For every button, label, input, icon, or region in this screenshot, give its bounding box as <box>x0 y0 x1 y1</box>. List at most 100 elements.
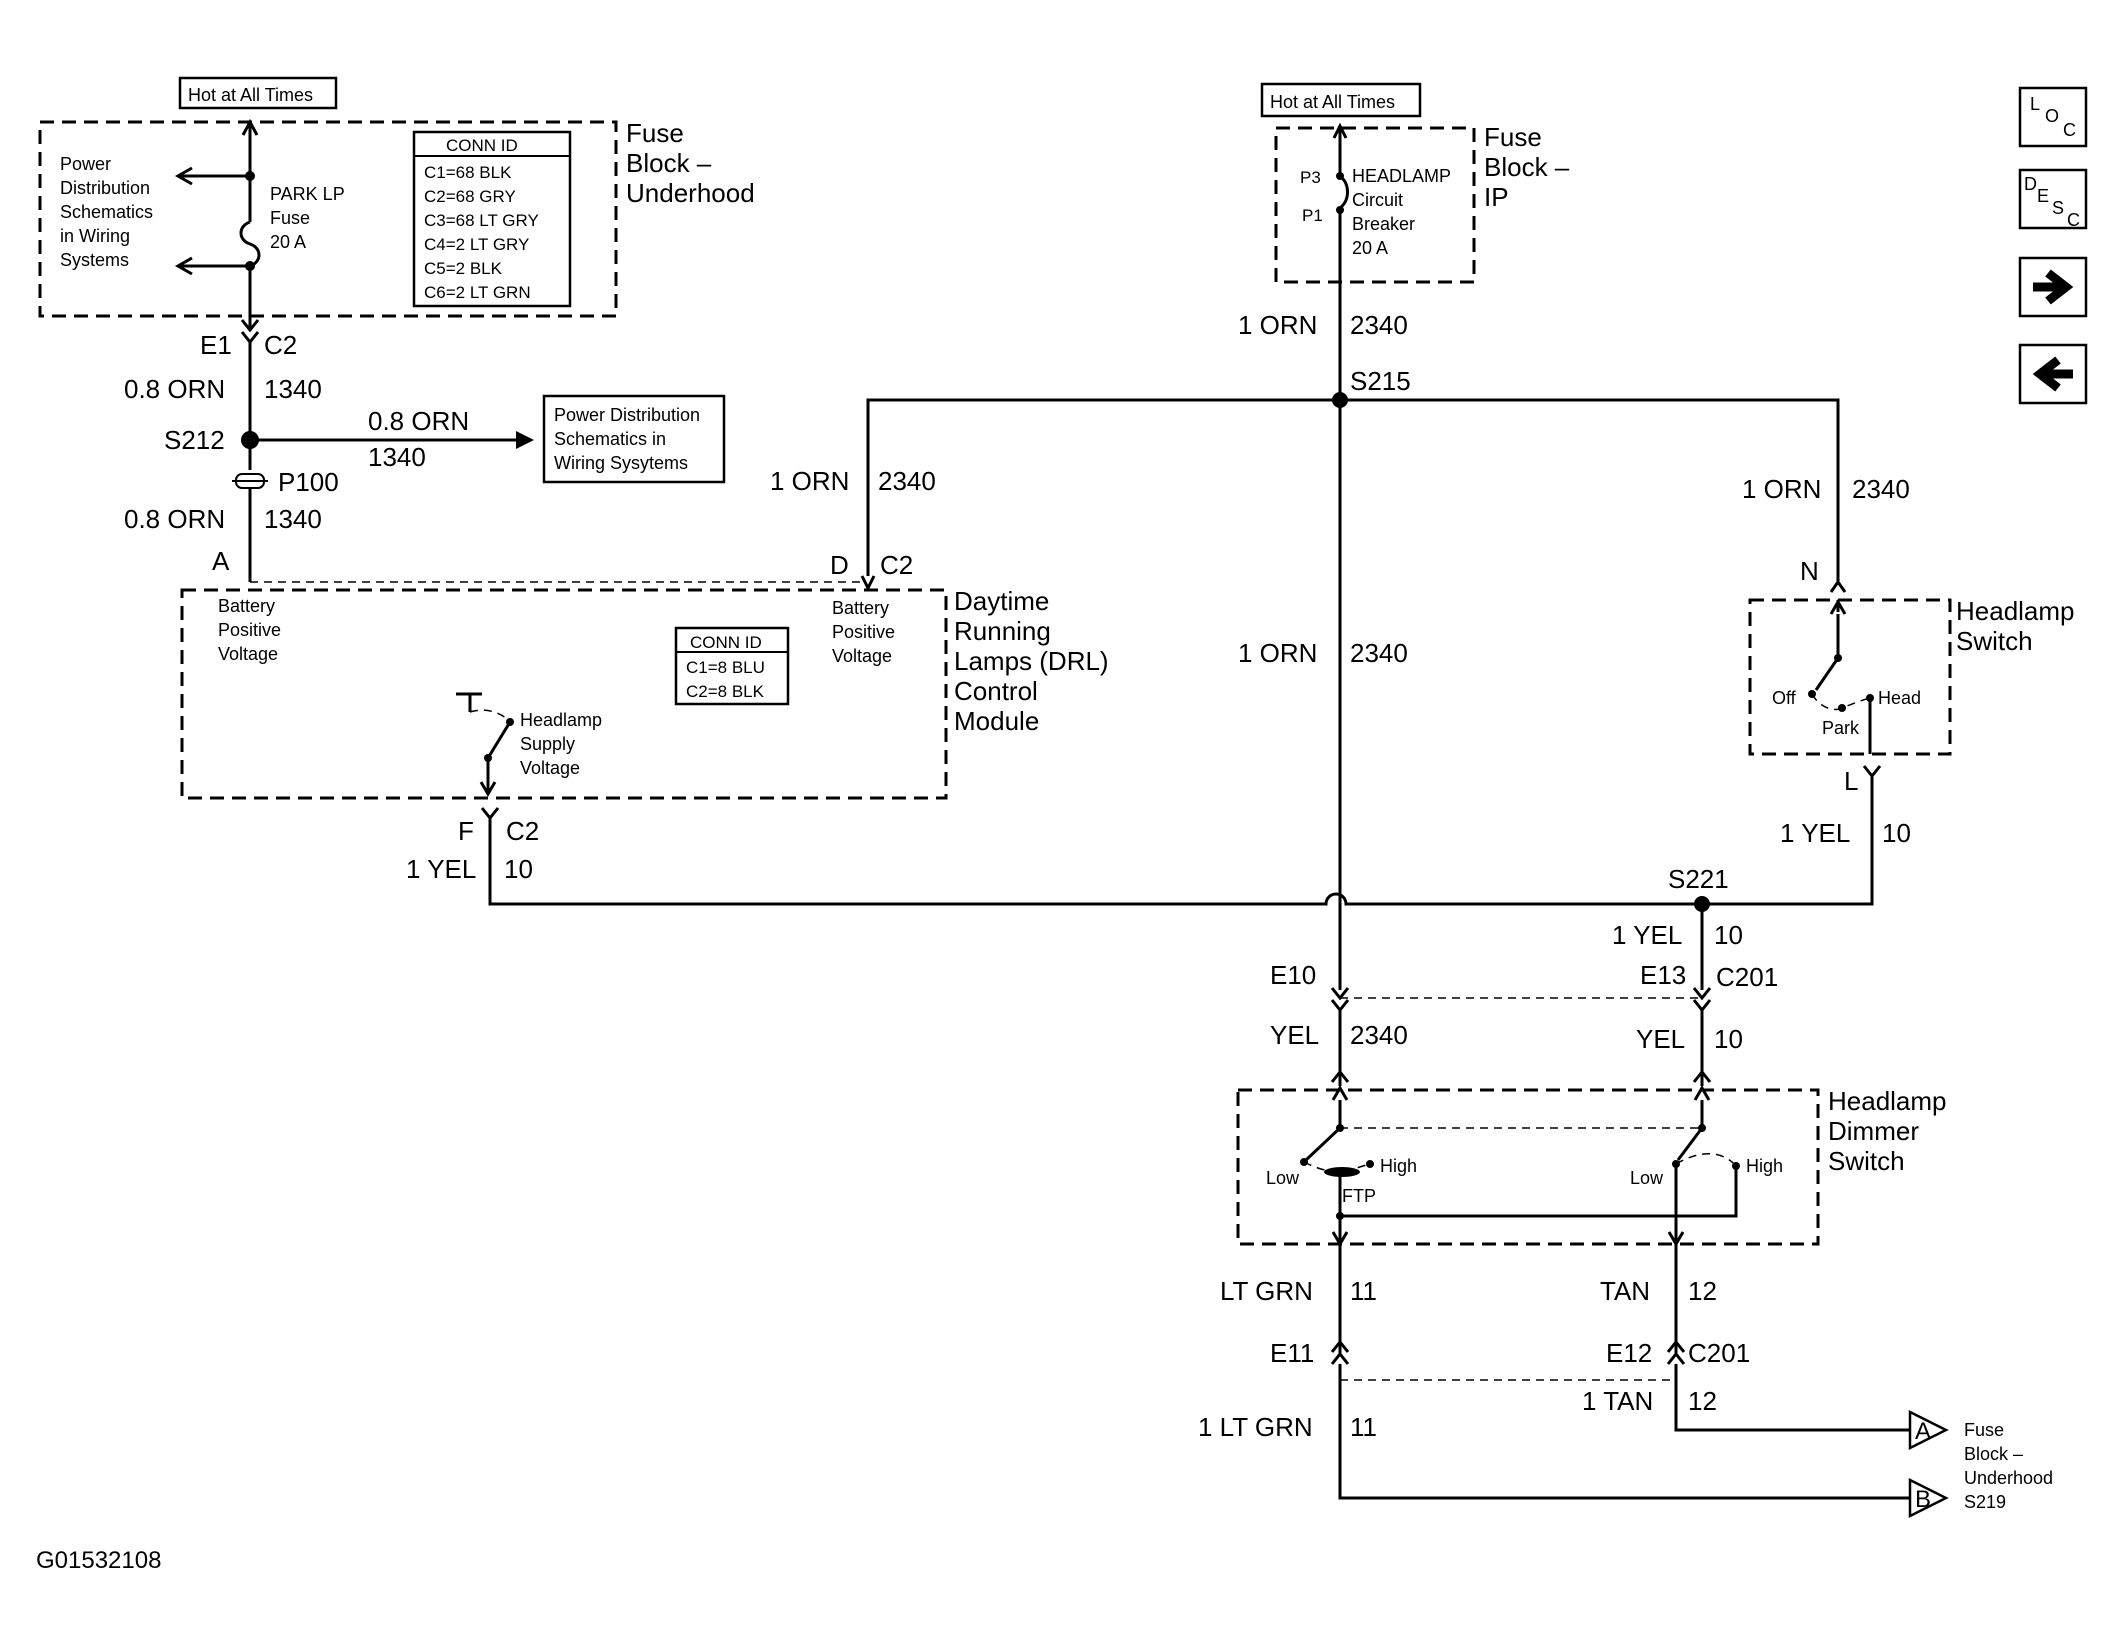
previous-page-button[interactable] <box>2018 343 2088 405</box>
svg-text:C2=8 BLK: C2=8 BLK <box>686 682 765 701</box>
description-button[interactable]: D E S C <box>2018 168 2088 230</box>
arrow-up-icon <box>1332 122 1348 139</box>
pin-p1: P1 <box>1302 206 1323 225</box>
svg-text:Fuse: Fuse <box>626 118 684 148</box>
svg-text:C1=8 BLU: C1=8 BLU <box>686 658 765 677</box>
wire-number-label: 10 <box>1714 1024 1743 1054</box>
svg-text:C3=68 LT GRY: C3=68 LT GRY <box>424 211 539 230</box>
dimmer-low-left: Low <box>1266 1168 1300 1188</box>
headlamp-dimmer-switch-title: Headlamp Dimmer Switch <box>1828 1086 1947 1176</box>
svg-text:20 A: 20 A <box>1352 238 1388 258</box>
svg-text:Schematics in: Schematics in <box>554 429 666 449</box>
p100-inline-connector <box>232 473 268 489</box>
svg-text:Systems: Systems <box>60 250 129 270</box>
wire-number-label: 1340 <box>264 504 322 534</box>
connector-c201-bottom: C201 <box>1688 1338 1750 1368</box>
headlamp-switch-outline <box>1748 598 1952 756</box>
svg-text:Headlamp: Headlamp <box>1956 596 2075 626</box>
wire-number-label: 2340 <box>1350 1020 1408 1050</box>
wire-number-label: 12 <box>1688 1276 1717 1306</box>
dimmer-switch-right-contacts <box>1672 1085 1740 1244</box>
wire-12-to-offpage-a <box>1674 1364 1910 1432</box>
headlamp-dimmer-switch-outline <box>1236 1088 1820 1246</box>
hot-at-all-times-label-left: Hot at All Times <box>178 76 338 110</box>
connector-c2-f: C2 <box>506 816 539 846</box>
svg-text:Dimmer: Dimmer <box>1828 1116 1919 1146</box>
connector-c2-d: C2 <box>880 550 913 580</box>
pin-e11: E11 <box>1270 1338 1314 1368</box>
arrow-right-icon <box>2033 269 2074 305</box>
battery-positive-voltage-right: Battery Positive Voltage <box>832 598 895 666</box>
svg-text:Power: Power <box>60 154 111 174</box>
headlamp-switch-contacts <box>1808 599 1874 754</box>
wire-number-label: 10 <box>504 854 533 884</box>
offpage-connector-b[interactable]: B <box>1908 1477 1949 1519</box>
svg-text:PARK LP: PARK LP <box>270 184 345 204</box>
wire-color-label: 0.8 ORN <box>124 374 225 404</box>
figure-id: G01532108 <box>36 1547 161 1574</box>
svg-text:Underhood: Underhood <box>626 178 755 208</box>
dimmer-high-left: High <box>1380 1156 1417 1176</box>
pin-e1: E1 <box>200 330 232 360</box>
connector-c2-top: C2 <box>264 330 297 360</box>
wire-10-yel <box>488 818 1700 906</box>
headlamp-switch-title: Headlamp Switch <box>1956 596 2075 656</box>
wire-number-label: 1340 <box>368 442 426 472</box>
svg-text:Block –: Block – <box>626 148 712 178</box>
wire-number-label: 1340 <box>264 374 322 404</box>
wire-color-label: TAN <box>1600 1276 1650 1306</box>
svg-text:A: A <box>1915 1418 1931 1445</box>
p100-label: P100 <box>278 467 339 497</box>
wire-number-label: 2340 <box>1350 310 1408 340</box>
svg-text:C1=68 BLK: C1=68 BLK <box>424 163 512 182</box>
hot-at-all-times-label-center: Hot at All Times <box>1260 82 1422 118</box>
svg-text:Wiring Sysytems: Wiring Sysytems <box>554 453 688 473</box>
svg-text:Positive: Positive <box>832 622 895 642</box>
svg-text:Voltage: Voltage <box>520 758 580 778</box>
pin-f: F <box>458 816 474 846</box>
arrow-right-icon <box>516 431 534 449</box>
svg-text:B: B <box>1915 1486 1931 1513</box>
wire-number-label: 2340 <box>878 466 936 496</box>
svg-text:Battery: Battery <box>832 598 889 618</box>
pin-p3: P3 <box>1300 168 1321 187</box>
wire-color-label: 1 YEL <box>1780 818 1850 848</box>
svg-text:20 A: 20 A <box>270 232 306 252</box>
branch-arrow-icon <box>174 256 250 276</box>
splice-s212-label: S212 <box>164 425 225 455</box>
svg-text:Control: Control <box>954 676 1038 706</box>
svg-text:E: E <box>2037 186 2049 206</box>
wire-number-label: 10 <box>1714 920 1743 950</box>
fuse-block-underhood-outline <box>38 120 618 318</box>
svg-text:Positive: Positive <box>218 620 281 640</box>
location-button[interactable]: L O C <box>2018 86 2088 148</box>
power-distribution-reference-right: Power Distribution Schematics in Wiring … <box>542 394 726 484</box>
headlamp-supply-switch <box>456 692 514 797</box>
svg-text:Breaker: Breaker <box>1352 214 1415 234</box>
fuse-block-underhood-title: Fuse Block – Underhood <box>626 118 755 208</box>
svg-text:Distribution: Distribution <box>60 178 150 198</box>
offpage-connector-a[interactable]: A <box>1908 1409 1949 1451</box>
svg-text:IP: IP <box>1484 182 1509 212</box>
ftp-contact <box>1324 1167 1360 1177</box>
svg-text:Daytime: Daytime <box>954 586 1049 616</box>
switch-position-off: Off <box>1772 688 1797 708</box>
wire-color-label: 1 ORN <box>1238 310 1317 340</box>
svg-text:Block –: Block – <box>1964 1444 2023 1464</box>
wire-number-label: 10 <box>1882 818 1911 848</box>
switch-position-head: Head <box>1878 688 1921 708</box>
wire-color-label: 1 ORN <box>1238 638 1317 668</box>
svg-text:Power Distribution: Power Distribution <box>554 405 700 425</box>
svg-text:C6=2 LT GRN: C6=2 LT GRN <box>424 283 531 302</box>
connector-c201-top: C201 <box>1716 962 1778 992</box>
wire-color-label: 1 TAN <box>1582 1386 1653 1416</box>
wire-number-label: 2340 <box>1852 474 1910 504</box>
wire-color-label: 0.8 ORN <box>368 406 469 436</box>
next-page-button[interactable] <box>2018 256 2088 318</box>
svg-text:Supply: Supply <box>520 734 575 754</box>
wire-color-label: YEL <box>1270 1020 1319 1050</box>
wire-color-label: 1 ORN <box>1742 474 1821 504</box>
switch-position-park: Park <box>1822 718 1860 738</box>
svg-text:C: C <box>2063 120 2076 140</box>
svg-text:C5=2 BLK: C5=2 BLK <box>424 259 503 278</box>
